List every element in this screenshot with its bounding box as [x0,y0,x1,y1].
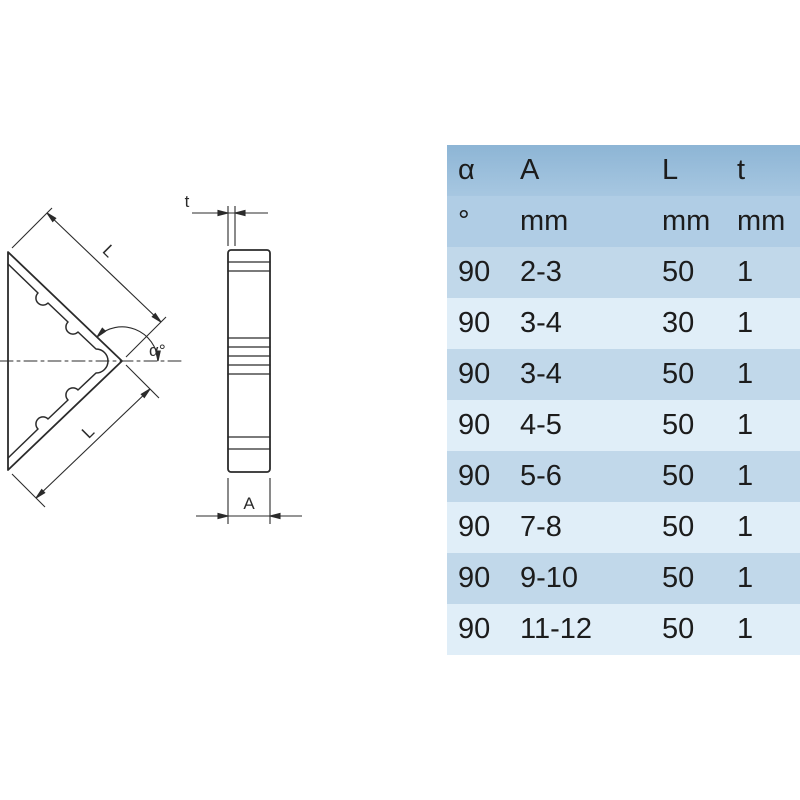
dimension-t [192,206,268,246]
unit-cell-L: mm [662,205,711,237]
table-cell: 50 [662,613,695,645]
table-row: 90 4-5 50 1 [447,400,800,451]
side-view [227,249,271,473]
table-cell: 90 [458,460,491,492]
table-cell: 50 [662,358,695,390]
table-row: 90 9-10 50 1 [447,553,800,604]
label-A: A [243,494,255,513]
table-row: 90 3-4 30 1 [447,298,800,349]
front-view [0,251,183,471]
table-cell: 1 [737,256,754,288]
table-cell: 1 [737,562,754,594]
table-cell: 5-6 [520,460,562,492]
label-L-bottom: L [78,422,98,442]
table-cell: 1 [737,460,754,492]
dimension-angle [96,326,161,362]
header-cell-L: L [662,154,679,186]
table-row: 90 11-12 50 1 [447,604,800,655]
table-cell: 9-10 [520,562,579,594]
unit-cell-alpha: ° [458,205,470,237]
table-cell: 3-4 [520,358,562,390]
table-cell: 90 [458,358,491,390]
table-cell: 50 [662,460,695,492]
dimension-L-bottom [11,364,160,508]
table-cell: 50 [662,562,695,594]
unit-cell-A: mm [520,205,569,237]
header-cell-t: t [737,154,746,186]
table-cell: 90 [458,256,491,288]
dimension-L-top [11,207,167,358]
label-t: t [185,192,190,211]
dimension-A [196,478,302,524]
table-cell: 90 [458,562,491,594]
spec-table: α A L t ° mm mm mm 90 2-3 50 1 90 3-4 30… [447,145,800,655]
table-cell: 1 [737,307,754,339]
table-cell: 30 [662,307,695,339]
table-cell: 90 [458,307,491,339]
label-angle: α° [149,341,166,360]
table-cell: 90 [458,613,491,645]
table-cell: 4-5 [520,409,562,441]
technical-drawing: L L α° t [0,192,302,524]
side-view-outline [227,249,271,473]
table-cell: 1 [737,358,754,390]
table-cell: 1 [737,613,754,645]
unit-cell-t: mm [737,205,786,237]
table-row: 90 2-3 50 1 [447,247,800,298]
table-cell: 2-3 [520,256,562,288]
table-cell: 1 [737,511,754,543]
table-cell: 90 [458,511,491,543]
table-cell: 50 [662,511,695,543]
side-view-groove-lines [227,261,271,450]
table-header-units: ° mm mm mm [447,196,800,247]
table-row: 90 5-6 50 1 [447,451,800,502]
table-cell: 11-12 [520,613,593,645]
table-cell: 90 [458,409,491,441]
table-cell: 1 [737,409,754,441]
table-header-symbols: α A L t [447,145,800,196]
table-cell: 7-8 [520,511,562,543]
table-row: 90 7-8 50 1 [447,502,800,553]
label-L-top: L [99,241,119,261]
table-row: 90 3-4 50 1 [447,349,800,400]
table-cell: 50 [662,409,695,441]
table-cell: 50 [662,256,695,288]
header-cell-A: A [520,154,540,186]
table-cell: 3-4 [520,307,562,339]
header-cell-alpha: α [458,154,475,186]
